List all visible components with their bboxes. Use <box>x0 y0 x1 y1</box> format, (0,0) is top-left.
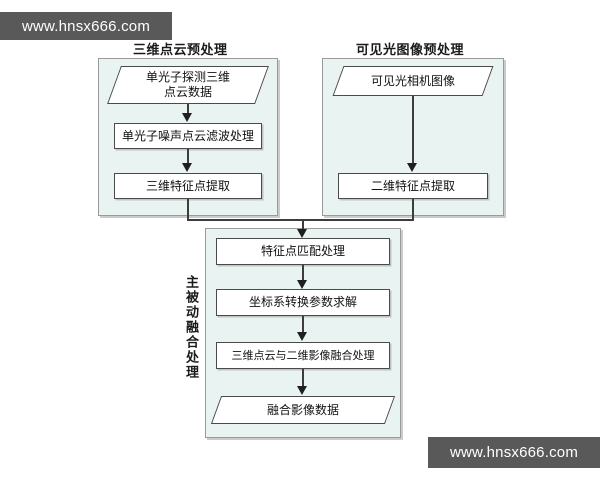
node-label: 单光子探测三维点云数据 <box>145 70 230 99</box>
node-feature-point-matching[interactable]: 特征点匹配处理 <box>216 238 390 265</box>
edge-b3-b4-line <box>302 369 304 387</box>
node-label: 可见光相机图像 <box>370 73 455 88</box>
edge-r1-r2-arrow <box>407 163 417 172</box>
node-2d-feature-point-extraction[interactable]: 二维特征点提取 <box>338 173 488 199</box>
node-label: 三维特征点提取 <box>145 178 230 193</box>
edge-r2-merge-line <box>302 219 414 221</box>
watermark-top: www.hnsx666.com <box>0 12 172 40</box>
node-coordinate-transform-parameter-solving[interactable]: 坐标系转换参数求解 <box>216 289 390 316</box>
watermark-bottom: www.hnsx666.com <box>428 437 600 468</box>
node-label: 单光子噪声点云滤波处理 <box>121 128 254 143</box>
edge-b2-b3-arrow <box>297 332 307 341</box>
node-fused-image-data[interactable]: 融合影像数据 <box>210 396 396 424</box>
edge-l2-l3-arrow <box>182 163 192 172</box>
group-title-3d-preprocessing: 三维点云预处理 <box>133 43 228 58</box>
edge-b1-b2-line <box>302 265 304 281</box>
node-label: 三维点云与二维影像融合处理 <box>231 349 375 362</box>
node-3d-feature-point-extraction[interactable]: 三维特征点提取 <box>114 173 262 199</box>
node-visible-light-camera-image[interactable]: 可见光相机图像 <box>332 66 494 96</box>
edge-l2-l3-line <box>187 149 189 164</box>
group-title-visible-preprocessing: 可见光图像预处理 <box>356 43 465 58</box>
edge-b3-b4-arrow <box>297 386 307 395</box>
node-single-photon-3d-point-cloud-data[interactable]: 单光子探测三维点云数据 <box>107 66 269 104</box>
node-label: 融合影像数据 <box>266 402 339 417</box>
edge-l1-l2-line <box>187 104 189 115</box>
node-3d-2d-image-fusion-processing[interactable]: 三维点云与二维影像融合处理 <box>216 342 390 369</box>
edge-l1-l2-arrow <box>182 113 192 122</box>
edge-b2-b3-line <box>302 316 304 333</box>
edge-merge-b1-arrow <box>297 229 307 238</box>
edge-r2-down-line <box>412 199 414 220</box>
edge-l3-down-line <box>187 199 189 220</box>
node-label: 特征点匹配处理 <box>260 244 345 258</box>
node-label: 坐标系转换参数求解 <box>248 295 357 309</box>
node-label: 二维特征点提取 <box>370 178 455 193</box>
edge-r1-r2-line <box>412 96 414 164</box>
group-title-fusion-processing: 主被动融合处理 <box>183 275 198 380</box>
edge-l3-merge-line <box>187 219 302 221</box>
node-single-photon-noise-filtering[interactable]: 单光子噪声点云滤波处理 <box>114 123 262 149</box>
edge-merge-b1-line <box>302 219 304 231</box>
edge-b1-b2-arrow <box>297 280 307 289</box>
